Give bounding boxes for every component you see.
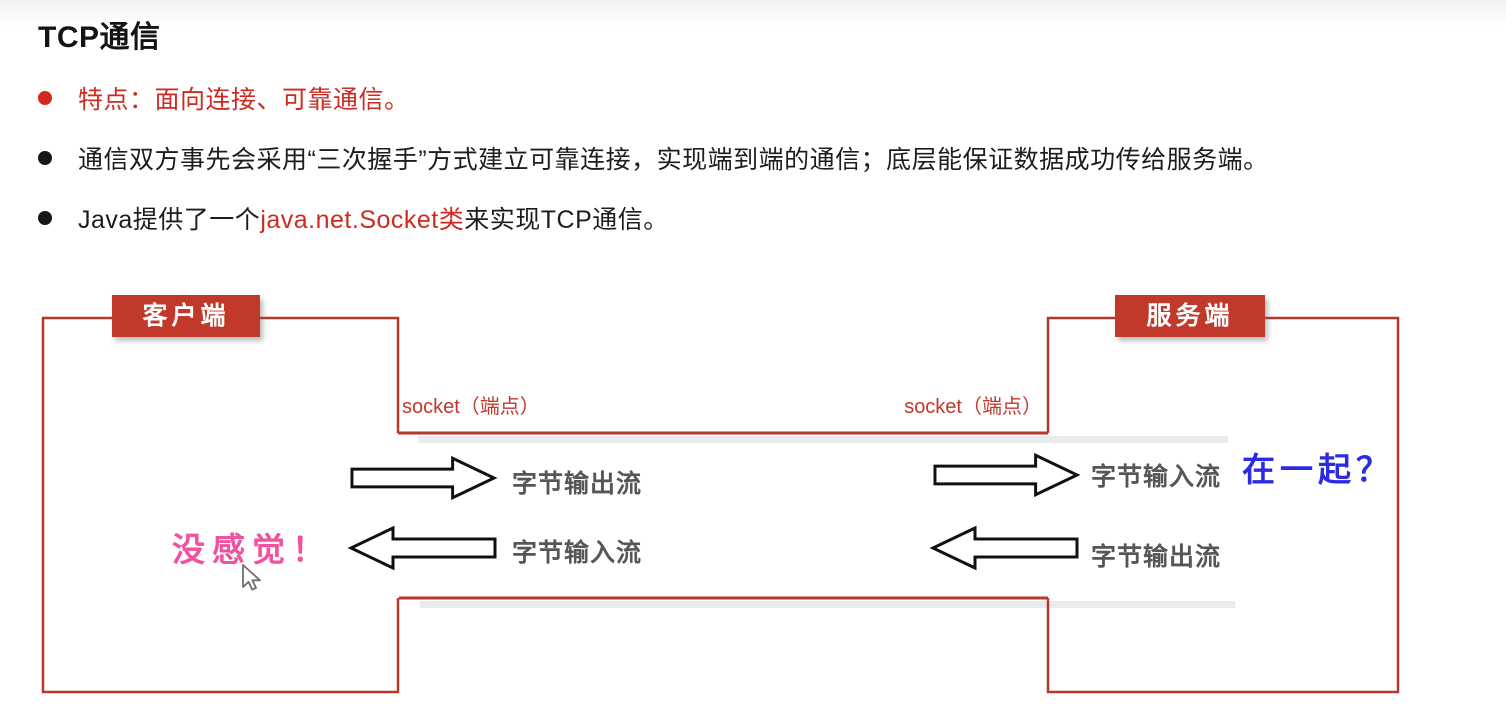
bullet-handshake-text: 通信双方事先会采用“三次握手”方式建立可靠连接，实现端到端的通信；底层能保证数据… (78, 146, 1269, 174)
bullet-dot-icon (38, 211, 52, 225)
handwritten-note-blue: 在一起？ (1242, 451, 1394, 488)
bullet-feature: 特点：面向连接、可靠通信。 (38, 80, 410, 116)
bullet-socket-class: Java提供了一个java.net.Socket类来实现TCP通信。 (38, 200, 669, 236)
bullet-socket-suffix: 来实现TCP通信。 (464, 206, 669, 234)
client-box-outline (41, 316, 400, 694)
socket-endpoint-label-left: socket（端点） (402, 396, 540, 418)
bullet-feature-text: 特点：面向连接、可靠通信。 (78, 86, 410, 114)
bullet-dot-icon (38, 91, 52, 105)
arrow-right-icon (350, 455, 498, 501)
bullet-handshake: 通信双方事先会采用“三次握手”方式建立可靠连接，实现端到端的通信；底层能保证数据… (38, 140, 1269, 176)
top-gradient (0, 0, 1506, 26)
client-input-stream-label: 字节输入流 (512, 539, 643, 567)
server-box-outline (1046, 316, 1400, 694)
socket-class-highlight: java.net.Socket类 (260, 206, 465, 234)
channel-top-shadow (418, 436, 1228, 443)
server-output-stream-label: 字节输出流 (1091, 543, 1222, 571)
arrow-right-icon (933, 452, 1081, 498)
mouse-cursor-icon (242, 564, 261, 591)
arrow-left-icon (929, 525, 1079, 571)
server-node-label: 服务端 (1115, 295, 1265, 337)
bullet-dot-icon (38, 151, 52, 165)
handwritten-note-pink: 没感觉！ (172, 531, 332, 568)
client-output-stream-label: 字节输出流 (512, 470, 643, 498)
page-title: TCP通信 (38, 21, 161, 54)
arrow-left-icon (347, 525, 497, 571)
client-node-label: 客户端 (112, 295, 260, 337)
bullet-socket-prefix: Java提供了一个 (78, 206, 261, 234)
channel-bottom-shadow (420, 601, 1235, 608)
socket-endpoint-label-right: socket（端点） (904, 396, 1042, 418)
server-input-stream-label: 字节输入流 (1091, 463, 1222, 491)
bullet-socket-class-text: Java提供了一个java.net.Socket类来实现TCP通信。 (78, 200, 669, 236)
